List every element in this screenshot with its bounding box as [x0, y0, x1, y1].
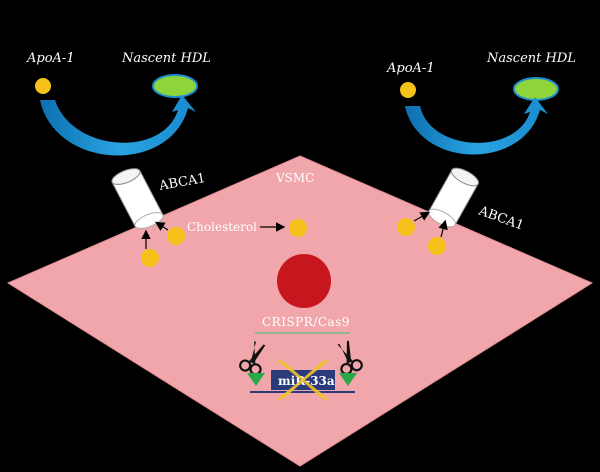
scissors-icon: [239, 341, 266, 376]
nucleus: [277, 254, 331, 308]
vsmc-label: VSMC: [275, 171, 314, 185]
conversion-arrow-right: [405, 97, 548, 155]
efflux-arrow: [154, 221, 169, 231]
hdl-particle-left: [152, 74, 198, 98]
mir-33a-label: miR-33a: [278, 374, 335, 388]
apoa1-particle-right: [400, 82, 416, 98]
apoa1-particle-left: [35, 78, 51, 94]
deletion-cross-icon: [277, 359, 329, 401]
cholesterol-label: Cholesterol: [187, 220, 257, 234]
abca1-label-left: ABCA1: [157, 171, 207, 194]
cholesterol-particle: [289, 219, 307, 237]
hdl-label-right: Nascent HDL: [486, 51, 576, 66]
efflux-arrow: [413, 211, 431, 222]
guide-rna-marker-left: [247, 373, 265, 386]
hdl-particle-right: [513, 77, 559, 101]
efflux-arrow: [438, 219, 448, 238]
cholesterol-particle: [397, 218, 415, 236]
hdl-label-left: Nascent HDL: [121, 51, 211, 66]
abca1-label-right: ABCA1: [476, 203, 526, 233]
cell-membrane: [6, 155, 594, 467]
scissors-icon: [337, 340, 363, 376]
crispr-label: CRISPR/Cas9: [262, 315, 350, 329]
cholesterol-particle: [141, 249, 159, 267]
cholesterol-particle: [428, 237, 446, 255]
cholesterol-particle: [167, 227, 185, 245]
apoa1-label-right: ApoA-1: [386, 61, 435, 76]
apoa1-label-left: ApoA-1: [26, 51, 75, 66]
conversion-arrow-left: [40, 95, 196, 156]
guide-rna-marker-right: [339, 373, 357, 386]
abca1-transporter-left: [111, 168, 164, 229]
abca1-transporter-right: [427, 167, 480, 228]
